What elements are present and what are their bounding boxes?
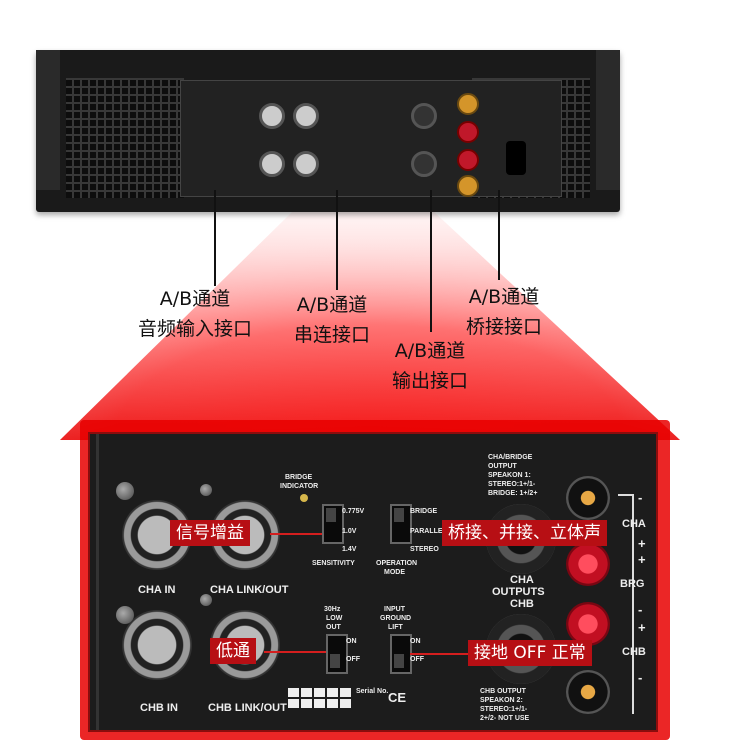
binding-post-cha-minus[interactable] [566, 476, 610, 520]
callout-input-line1: A/B通道 [159, 288, 231, 310]
callout-serial-line1: A/B通道 [296, 294, 368, 316]
label-lowout-on: ON [346, 638, 357, 645]
label-cha-bridge-4: STEREO:1+/1- [488, 481, 536, 488]
label-chb-link: CHB LINK/OUT [208, 702, 287, 714]
top-chb-in-jack [259, 151, 285, 177]
label-14v: 1.4V [342, 546, 357, 553]
label-op-bridge: BRIDGE [410, 508, 438, 515]
side-minus-2: - [638, 602, 643, 617]
side-cha: CHA [622, 518, 646, 530]
label-chb-output-1: CHB OUTPUT [480, 688, 526, 695]
top-cha-in-jack [259, 103, 285, 129]
top-cha-link-jack [293, 103, 319, 129]
top-post-1 [457, 93, 479, 115]
binding-post-chb-plus[interactable] [566, 602, 610, 646]
sensitivity-switch[interactable] [322, 504, 344, 544]
label-cha-in: CHA IN [138, 584, 176, 596]
label-bridge: BRIDGE [285, 474, 313, 481]
label-mode: MODE [384, 569, 405, 576]
label-30hz: 30Hz [324, 606, 341, 613]
callout-serial-line2: 串连接口 [293, 324, 370, 346]
label-sensitivity: SENSITIVITY [312, 560, 355, 567]
tag-sensitivity: 信号增益 [170, 520, 250, 546]
leader-serial [336, 190, 338, 290]
label-op-stereo: STEREO [410, 546, 439, 553]
callout-output-line2: 输出接口 [391, 370, 468, 392]
label-lowout-off: OFF [346, 656, 360, 663]
label-outputs-chb: CHB [510, 598, 534, 610]
callout-bridge-line2: 桥接接口 [465, 316, 542, 338]
vent-left [66, 78, 184, 198]
label-0775: 0.775V [342, 508, 365, 515]
top-connector-panel [180, 80, 562, 197]
callout-output-line1: A/B通道 [394, 340, 466, 362]
screw-icon [200, 594, 212, 606]
label-lift: LIFT [388, 624, 403, 631]
tag-lowcut: 低通 [210, 638, 256, 664]
label-indicator: INDICATOR [280, 483, 319, 490]
label-chb-output-2: SPEAKON 2: [480, 697, 523, 704]
label-cha-link: CHA LINK/OUT [210, 584, 289, 596]
label-outputs-cha: CHA [510, 574, 534, 586]
rack-ear-left [36, 50, 60, 190]
panel-edge [96, 434, 99, 730]
rack-ear-right [596, 50, 620, 190]
top-chb-link-jack [293, 151, 319, 177]
label-op-parallel: PARALLEL [410, 528, 447, 535]
side-brg: BRG [620, 578, 645, 590]
ce-mark: CE [388, 690, 407, 705]
side-plus-3: + [638, 620, 646, 635]
screw-icon [116, 482, 134, 500]
binding-post-chb-minus[interactable] [566, 670, 610, 714]
label-ground-off: OFF [410, 656, 424, 663]
binding-post-cha-plus[interactable] [566, 542, 610, 586]
top-post-3 [457, 149, 479, 171]
label-10v: 1.0V [342, 528, 357, 535]
tag-operation: 桥接、并接、立体声 [442, 520, 607, 546]
leader-bridge [498, 190, 500, 280]
label-chb-output-3: STEREO:1+/1- [480, 706, 528, 713]
label-cha-bridge-1: CHA/BRIDGE [488, 454, 533, 461]
label-ground: GROUND [380, 615, 412, 622]
top-chb-speakon [411, 151, 437, 177]
screw-icon [200, 484, 212, 496]
label-chb-output-4: 2+/2- NOT USE [480, 715, 530, 722]
tag-ground: 接地 OFF 正常 [468, 640, 592, 666]
callout-ab-input: A/B通道 音频输入接口 [120, 284, 270, 344]
top-ac-inlet [506, 141, 526, 175]
label-operation: OPERATION [376, 560, 418, 567]
screw-icon [116, 606, 134, 624]
label-serial: Serial No. [356, 688, 389, 695]
label-cha-bridge-3: SPEAKON 1: [488, 472, 531, 479]
side-minus-1: - [638, 490, 643, 505]
label-out: OUT [326, 624, 341, 631]
top-post-2 [457, 121, 479, 143]
operation-mode-switch[interactable] [390, 504, 412, 544]
side-plus-1: + [638, 536, 646, 551]
bridge-led-icon [300, 494, 308, 502]
lowout-switch[interactable] [326, 634, 348, 674]
leader-input [214, 190, 216, 286]
callout-ab-output: A/B通道 输出接口 [370, 336, 490, 396]
callout-input-line2: 音频输入接口 [137, 318, 252, 340]
label-chb-in: CHB IN [140, 702, 178, 714]
leader-output [430, 190, 432, 332]
top-cha-speakon [411, 103, 437, 129]
callout-ab-serial: A/B通道 串连接口 [272, 290, 392, 350]
ground-lift-switch[interactable] [390, 634, 412, 674]
callout-bridge-line1: A/B通道 [468, 286, 540, 308]
chb-in-jack[interactable] [122, 610, 192, 680]
top-post-4 [457, 175, 479, 197]
label-input: INPUT [384, 606, 405, 613]
callout-ab-bridge: A/B通道 桥接接口 [444, 282, 564, 342]
label-cha-bridge-5: BRIDGE: 1+/2+ [488, 490, 538, 497]
side-chb: CHB [622, 646, 646, 658]
label-outputs: OUTPUTS [492, 586, 545, 598]
label-low: LOW [326, 615, 343, 622]
label-ground-on: ON [410, 638, 421, 645]
zoomed-panel: CHA IN CHA LINK/OUT CHB IN CHB LINK/OUT … [88, 432, 658, 732]
side-plus-2: + [638, 552, 646, 567]
label-cha-bridge-2: OUTPUT [488, 463, 517, 470]
side-minus-3: - [638, 670, 643, 685]
